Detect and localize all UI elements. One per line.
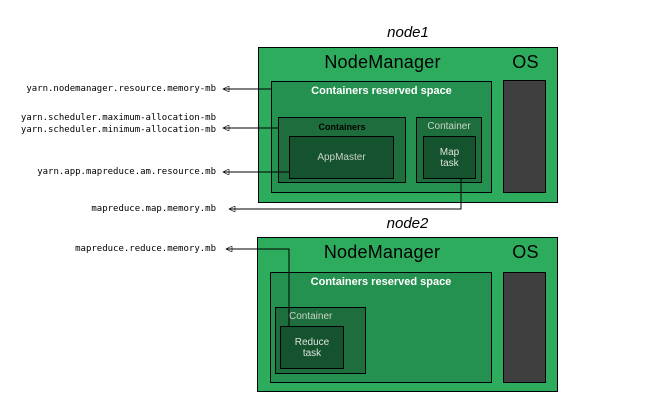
- node1-nodemanager-label: NodeManager: [324, 52, 441, 72]
- node1-map-task-label: Map task: [424, 137, 475, 178]
- node2-reserved-space-box: Containers reserved space Container Redu…: [270, 272, 492, 383]
- node2-container-box: Container Reduce task: [275, 307, 366, 374]
- node1-reserved-space-box: Containers reserved space Containers App…: [271, 81, 492, 193]
- node1-container-box: Container Map task: [416, 117, 482, 183]
- node1-reserved-space-title: Containers reserved space: [311, 85, 452, 97]
- node1-os-label: OS: [512, 52, 539, 72]
- node2-nodemanager-label: NodeManager: [323, 242, 441, 262]
- node1-containers-title: Containers: [318, 122, 366, 132]
- node1-container-title: Container: [427, 121, 471, 132]
- map-task-line1: Map: [439, 146, 460, 158]
- node1-containers-box: Containers AppMaster: [278, 117, 406, 183]
- label-mapreduce-reduce-memory: mapreduce.reduce.memory.mb: [75, 244, 216, 254]
- label-mapreduce-map-memory: mapreduce.map.memory.mb: [91, 204, 216, 214]
- node1-appmaster-label: AppMaster: [317, 152, 366, 163]
- map-task-line2: task: [440, 157, 459, 169]
- node1-title: node1: [387, 24, 429, 41]
- node2-container-title: Container: [289, 311, 333, 322]
- node2-reduce-task-box: Reduce task: [280, 326, 344, 369]
- node1-appmaster-box: AppMaster: [289, 136, 394, 179]
- label-nodemanager-resource-memory: yarn.nodemanager.resource.memory-mb: [26, 84, 216, 94]
- node2-reserved-space-title: Containers reserved space: [310, 276, 452, 288]
- node1-nodemanager-box: NodeManager OS Containers reserved space…: [258, 47, 558, 203]
- label-scheduler-minimum-allocation: yarn.scheduler.minimum-allocation-mb: [20, 125, 216, 135]
- label-scheduler-allocation: yarn.scheduler.maximum-allocation-mb yar…: [21, 112, 216, 136]
- label-scheduler-maximum-allocation: yarn.scheduler.maximum-allocation-mb: [20, 113, 216, 123]
- node1-map-task-box: Map task: [423, 136, 476, 179]
- reduce-task-line2: task: [302, 347, 322, 359]
- node2-os-memory-rect: [503, 272, 546, 383]
- label-app-mapreduce-am-resource: yarn.app.mapreduce.am.resource.mb: [37, 167, 216, 177]
- node2-nodemanager-box: NodeManager OS Containers reserved space…: [257, 237, 558, 392]
- node2-os-label: OS: [512, 242, 539, 262]
- node2-title: node2: [386, 215, 429, 232]
- reduce-task-line1: Reduce: [294, 336, 330, 348]
- node1-os-memory-rect: [503, 80, 546, 193]
- node2-reduce-task-label: Reduce task: [281, 327, 343, 368]
